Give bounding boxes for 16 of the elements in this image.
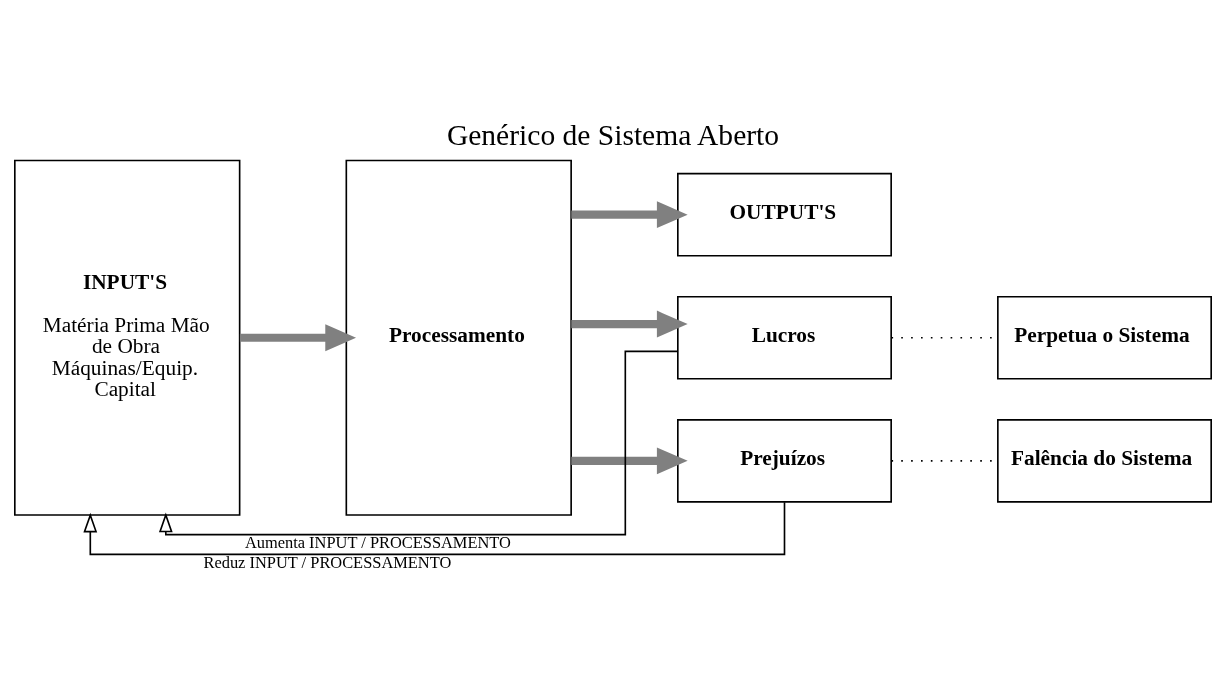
edge-label: Reduz INPUT / PROCESSAMENTO bbox=[203, 552, 452, 572]
arrow bbox=[239, 323, 357, 351]
arrow bbox=[571, 200, 688, 228]
edge-label: Aumenta INPUT / PROCESSAMENTO bbox=[244, 532, 511, 552]
node-box: INPUT'S Matéria Prima Mão de Obra Máquinas/Equip. Capital bbox=[14, 159, 241, 516]
arrow bbox=[571, 310, 688, 338]
node-box: Lucros bbox=[677, 295, 892, 380]
arrow bbox=[158, 350, 679, 535]
node-box: OUTPUT'S bbox=[677, 172, 892, 256]
arrow bbox=[571, 446, 688, 474]
node-box: Prejuízos bbox=[677, 418, 892, 503]
node-box: Falência do Sistema bbox=[997, 418, 1212, 503]
diagram-title: Genérico de Sistema Aberto bbox=[446, 118, 780, 151]
arrow bbox=[83, 500, 786, 555]
node-box: Processamento bbox=[345, 159, 572, 516]
node-box: Perpetua o Sistema bbox=[997, 295, 1212, 380]
